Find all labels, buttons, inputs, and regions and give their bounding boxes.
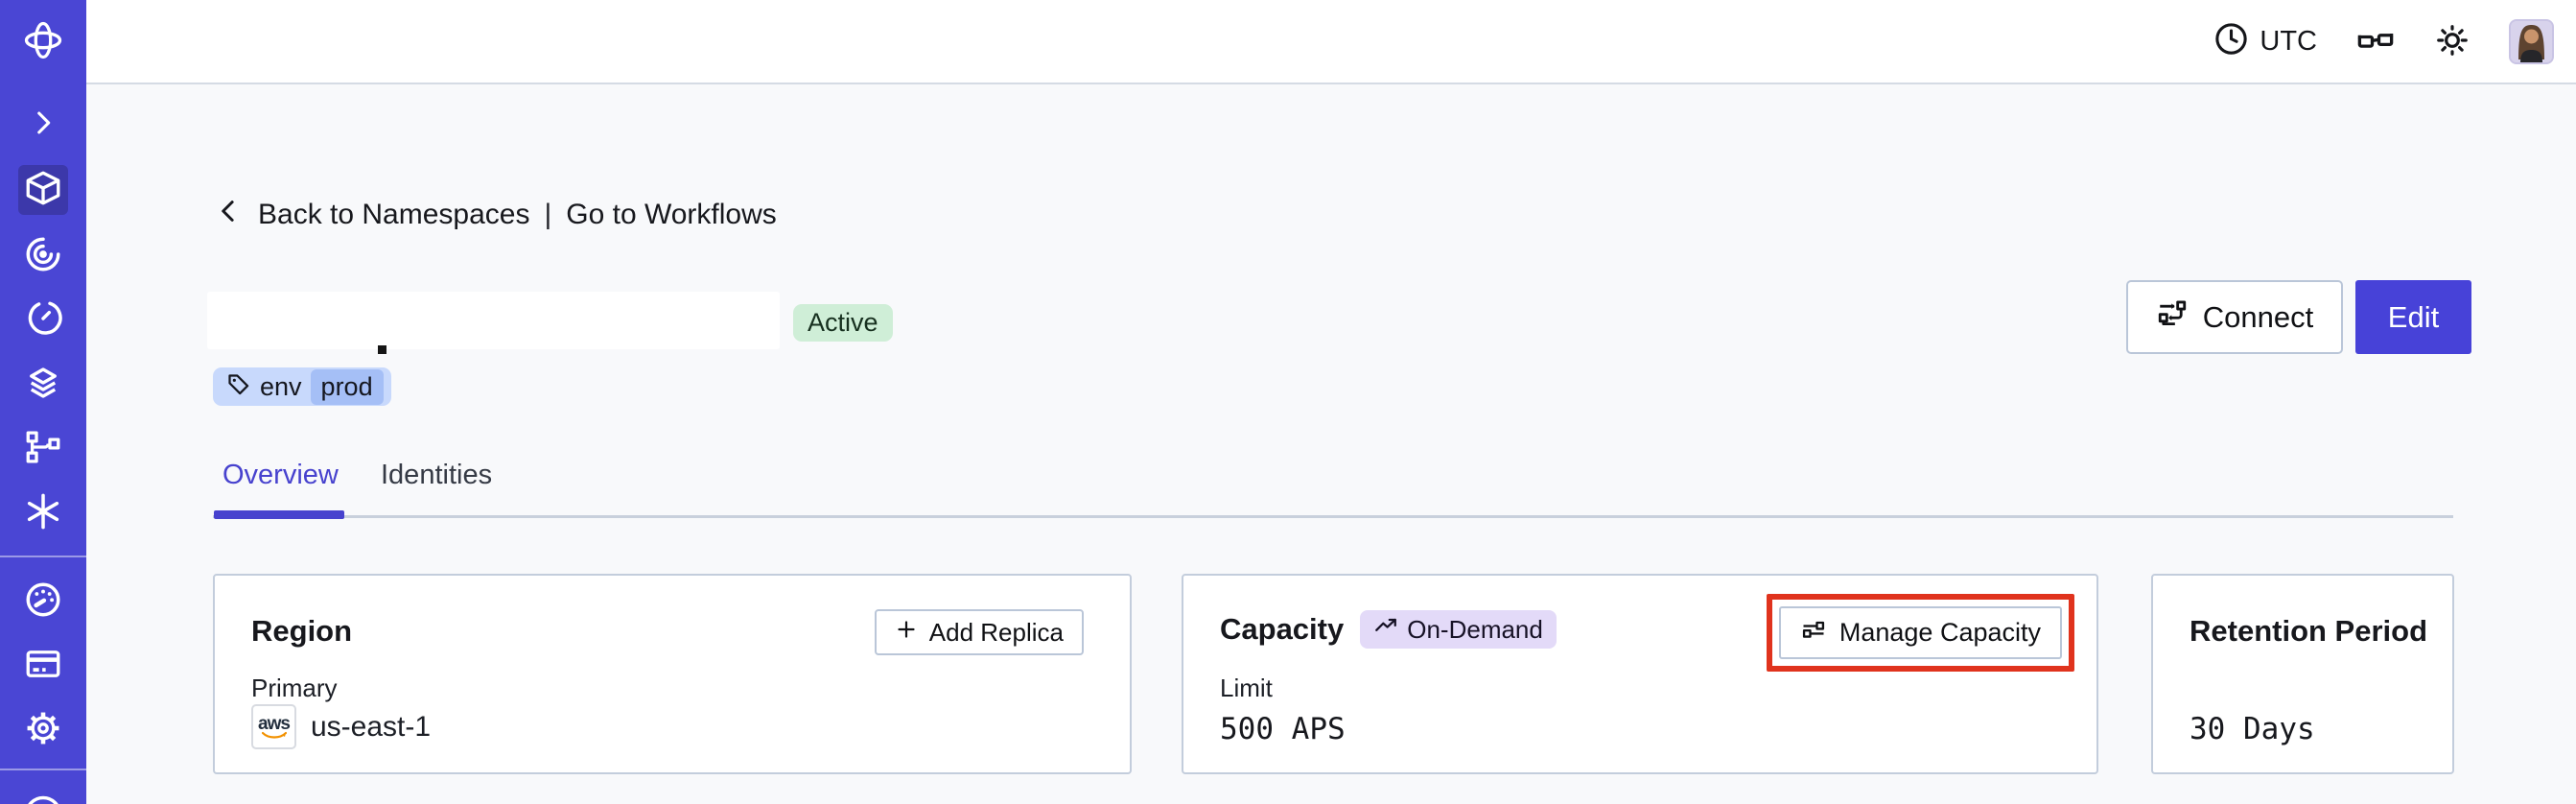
ondemand-label: On-Demand <box>1407 614 1543 644</box>
branch-icon <box>23 427 63 467</box>
status-badge: Active <box>793 304 893 342</box>
trending-up-icon <box>1373 614 1398 646</box>
breadcrumb-back-link[interactable]: Back to Namespaces <box>258 199 530 230</box>
sidebar <box>0 0 86 804</box>
region-card: Region Add Replica Primary aws us-east-1 <box>213 574 1132 774</box>
title-artifact-dot <box>378 345 386 354</box>
aws-label: aws <box>258 713 291 734</box>
sidebar-item-namespaces[interactable] <box>18 165 68 215</box>
topbar-actions: UTC <box>2213 0 2554 83</box>
sidebar-item-help[interactable] <box>0 789 86 804</box>
theme-toggle-button[interactable] <box>2434 22 2471 61</box>
gauge-icon <box>23 579 63 620</box>
sun-icon <box>2434 22 2471 61</box>
connect-button[interactable]: Connect <box>2126 280 2343 354</box>
edit-button[interactable]: Edit <box>2355 280 2471 354</box>
add-replica-label: Add Replica <box>928 617 1064 647</box>
timezone-label: UTC <box>2260 25 2317 57</box>
manage-capacity-label: Manage Capacity <box>1838 618 2041 647</box>
capacity-header: Capacity On-Demand <box>1220 610 1557 649</box>
sliders-icon <box>1800 616 1827 650</box>
timezone-selector[interactable]: UTC <box>2213 21 2317 61</box>
sidebar-divider <box>0 769 86 770</box>
sidebar-item-spiral[interactable] <box>0 227 86 281</box>
connect-icon <box>2156 297 2189 338</box>
capacity-card-title: Capacity <box>1220 612 1345 646</box>
cube-icon <box>23 168 63 213</box>
tabs-divider-line <box>213 515 2453 518</box>
limit-value: 500 APS <box>1220 712 1346 746</box>
ondemand-badge: On-Demand <box>1360 610 1557 649</box>
breadcrumb-separator: | <box>544 199 552 230</box>
timer-icon <box>23 298 63 339</box>
region-card-title: Region <box>251 614 353 648</box>
namespace-tag-chip[interactable]: env prod <box>213 367 391 406</box>
sidebar-expand-chevron-icon[interactable] <box>0 96 86 150</box>
chevron-left-icon[interactable] <box>215 197 244 233</box>
connect-label: Connect <box>2202 299 2314 334</box>
tab-identities[interactable]: Identities <box>381 460 493 490</box>
aws-provider-icon: aws <box>251 704 296 749</box>
asterisk-icon <box>23 491 63 532</box>
primary-label: Primary <box>251 674 338 702</box>
gear-icon <box>23 708 63 748</box>
retention-value: 30 Days <box>2190 712 2315 746</box>
sidebar-item-nexus[interactable] <box>0 485 86 538</box>
circle-icon <box>23 788 63 804</box>
sidebar-item-billing[interactable] <box>0 637 86 691</box>
manage-capacity-button[interactable]: Manage Capacity <box>1778 606 2062 659</box>
sidebar-item-usage[interactable] <box>0 573 86 627</box>
tab-overview[interactable]: Overview <box>222 460 339 490</box>
limit-label: Limit <box>1220 674 1273 702</box>
primary-region-row: aws us-east-1 <box>251 704 431 749</box>
capacity-card: Capacity On-Demand Ma <box>1182 574 2098 774</box>
tag-icon <box>225 371 251 402</box>
user-avatar[interactable] <box>2509 18 2554 64</box>
layers-icon <box>23 363 63 403</box>
glasses-icon <box>2355 20 2396 63</box>
namespace-title-redacted <box>207 292 780 349</box>
spiral-eye-icon <box>23 234 63 274</box>
clock-icon <box>2213 21 2249 61</box>
tag-key: env <box>260 371 302 401</box>
sidebar-item-schedules[interactable] <box>0 292 86 345</box>
credit-card-icon <box>23 644 63 684</box>
tag-value: prod <box>310 368 384 405</box>
temporal-logo-icon[interactable] <box>0 13 86 67</box>
region-value: us-east-1 <box>311 710 432 743</box>
sidebar-divider <box>0 556 86 557</box>
add-replica-button[interactable]: Add Replica <box>874 609 1084 655</box>
retention-card-title: Retention Period <box>2190 614 2428 648</box>
sidebar-item-settings[interactable] <box>0 701 86 755</box>
sidebar-item-deployments[interactable] <box>0 356 86 410</box>
plus-icon <box>895 618 918 648</box>
retention-card: Retention Period 30 Days <box>2151 574 2454 774</box>
topbar: UTC <box>86 0 2576 84</box>
red-highlight-box: Manage Capacity <box>1766 594 2074 672</box>
labs-glasses-button[interactable] <box>2355 20 2396 63</box>
breadcrumb-workflows-link[interactable]: Go to Workflows <box>566 199 777 230</box>
active-tab-underline <box>214 510 344 519</box>
sidebar-item-batch[interactable] <box>0 420 86 474</box>
breadcrumb: Back to Namespaces | Go to Workflows <box>215 197 777 233</box>
